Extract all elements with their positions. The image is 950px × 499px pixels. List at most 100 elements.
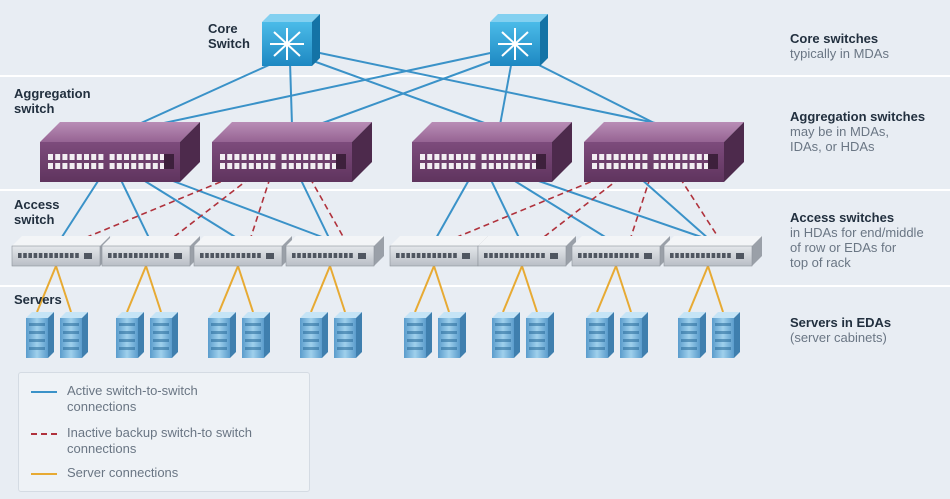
server-9 (404, 312, 432, 358)
server-15 (678, 312, 706, 358)
server-2 (60, 312, 88, 358)
desc-core: Core switches typically in MDAs (790, 31, 945, 62)
link-agg1-acc2 (119, 177, 151, 241)
link-core2-agg2 (319, 57, 501, 125)
desc-access-title: Access switches (790, 210, 895, 225)
desc-aggregation: Aggregation switches may be in MDAs, IDA… (790, 109, 945, 155)
desc-core-title: Core switches (790, 31, 879, 46)
desc-aggregation-title: Aggregation switches (790, 109, 926, 124)
server-1 (26, 312, 54, 358)
server-link-6 (237, 265, 254, 313)
legend-active-swatch (31, 391, 57, 393)
link-agg3-acc6 (489, 177, 521, 241)
link-core2-agg1 (149, 51, 496, 127)
access-switch-1 (11, 236, 110, 267)
aggregation-switch-2 (212, 122, 372, 182)
server-link-11 (502, 265, 523, 313)
core-switch-2-arrows-icon (498, 28, 532, 60)
legend: Active switch-to-switch connections Inac… (18, 372, 310, 492)
legend-active-label: Active switch-to-switch connections (67, 383, 198, 414)
server-5 (208, 312, 236, 358)
server-link-12 (521, 265, 538, 313)
legend-server-swatch (31, 473, 57, 475)
server-link-2 (55, 265, 72, 313)
server-link-8 (329, 265, 346, 313)
access-switch-7 (571, 236, 670, 267)
link-agg3-acc5 (434, 177, 471, 241)
core-switch-2 (490, 14, 548, 66)
link-core1-agg4 (314, 51, 666, 126)
backup-agg4-acc7 (629, 177, 651, 241)
desc-aggregation-body: may be in MDAs, IDAs, or HDAs (790, 123, 889, 154)
desc-servers-title: Servers in EDAs (790, 315, 892, 330)
link-agg4-acc8 (639, 177, 711, 241)
access-switch-2 (101, 236, 200, 267)
desc-core-body: typically in MDAs (790, 45, 889, 61)
servers (26, 312, 740, 358)
link-core1-agg3 (304, 57, 491, 126)
desc-access: Access switches in HDAs for end/middle o… (790, 210, 945, 271)
aggregation-access-backup-links (79, 177, 721, 241)
link-agg1-acc4 (164, 177, 331, 241)
server-link-14 (615, 265, 632, 313)
access-switches (11, 236, 762, 267)
server-link-5 (218, 265, 239, 313)
desc-servers-body: (server cabinets) (790, 329, 887, 345)
aggregation-switch-label: Aggregation switch (14, 86, 91, 116)
server-4 (150, 312, 178, 358)
server-3 (116, 312, 144, 358)
link-agg3-acc7 (509, 177, 611, 241)
backup-agg2-acc1 (79, 177, 231, 241)
server-link-1 (36, 265, 57, 313)
link-agg3-acc8 (529, 177, 711, 241)
legend-item-backup: Inactive backup switch-to switch connect… (31, 425, 297, 456)
access-switch-5 (389, 236, 488, 267)
legend-backup-label: Inactive backup switch-to switch connect… (67, 425, 252, 456)
server-link-9 (414, 265, 435, 313)
desc-servers: Servers in EDAs (server cabinets) (790, 315, 945, 346)
link-agg2-acc4 (299, 177, 331, 241)
aggregation-access-active-links (59, 177, 711, 241)
server-14 (620, 312, 648, 358)
legend-backup-swatch (31, 433, 57, 435)
link-agg1-acc3 (139, 177, 241, 241)
legend-item-server: Server connections (31, 465, 297, 481)
aggregation-switch-4 (584, 122, 744, 182)
link-agg1-acc1 (59, 177, 101, 241)
desc-access-body: in HDAs for end/middle of row or EDAs fo… (790, 224, 924, 270)
server-link-7 (310, 265, 331, 313)
server-connection-links (36, 265, 724, 313)
access-switch-8 (663, 236, 762, 267)
link-core2-agg3 (499, 59, 513, 126)
access-switch-3 (193, 236, 292, 267)
server-link-13 (596, 265, 617, 313)
core-aggregation-links (129, 51, 666, 129)
server-11 (492, 312, 520, 358)
legend-server-label: Server connections (67, 465, 179, 480)
core-switch-1-arrows-icon (270, 28, 304, 60)
link-core1-agg2 (289, 61, 293, 126)
server-10 (438, 312, 466, 358)
backup-agg2-acc4b (309, 177, 346, 241)
server-8 (334, 312, 362, 358)
server-7 (300, 312, 328, 358)
server-12 (526, 312, 554, 358)
aggregation-switch-3 (412, 122, 572, 182)
server-13 (586, 312, 614, 358)
server-6 (242, 312, 270, 358)
backup-agg2-acc2 (169, 177, 251, 241)
servers-label: Servers (14, 292, 62, 307)
server-16 (712, 312, 740, 358)
aggregation-switches (40, 122, 744, 182)
backup-agg4-acc8b (679, 177, 721, 241)
link-core1-agg1 (129, 59, 281, 129)
access-switch-label: Access switch (14, 197, 60, 227)
access-switch-4 (285, 236, 384, 267)
legend-item-active: Active switch-to-switch connections (31, 383, 297, 414)
access-switch-6 (477, 236, 576, 267)
server-link-4 (145, 265, 162, 313)
server-link-10 (433, 265, 450, 313)
core-switch-1 (262, 14, 320, 66)
server-link-15 (688, 265, 709, 313)
